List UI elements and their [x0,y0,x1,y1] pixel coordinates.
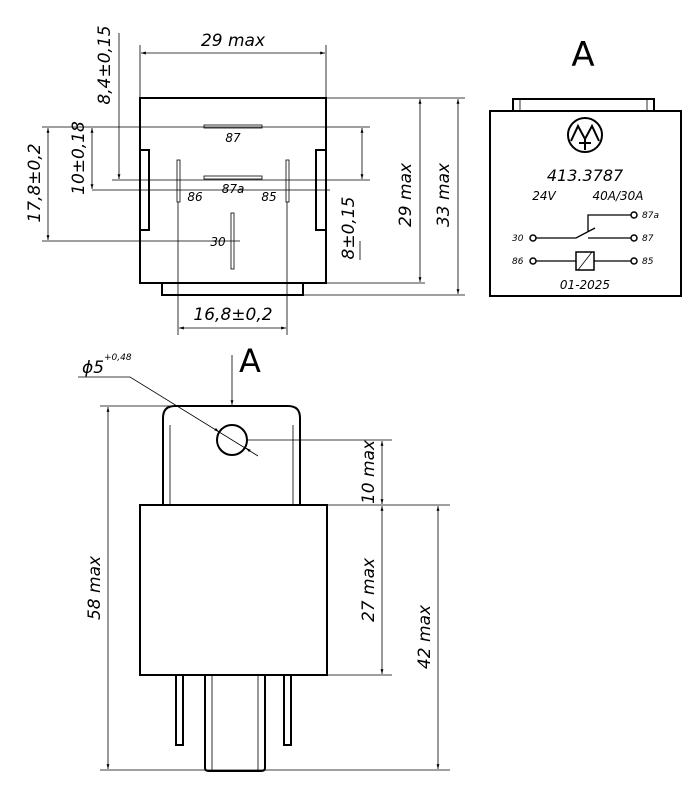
view-a-label: A [571,35,594,75]
lower-dim-label: 42 max [415,604,435,669]
height-dim-label: 29 max [396,162,416,227]
body-dim-label: 27 max [359,557,379,622]
view-a-outline [489,110,682,297]
terminal-85: 85 [642,257,654,267]
base-width-dim-label: 16,8±0,2 [193,305,272,325]
dim-17-8-label: 17,8±0,2 [25,143,45,222]
view-a: A 413.3787 24V 40A/30A 87a 30 87 86 85 0… [489,35,682,297]
top-view: 29 max 8,4±0,15 10±0,18 17,8±0,2 8±0,15 … [25,25,465,335]
hole-arrow-2 [245,447,251,453]
view-a-tab [512,98,655,112]
relay-body-side [139,504,328,676]
hole-diameter-label: ϕ5 [82,358,104,378]
voltage-label: 24V [532,189,556,203]
circuit-schematic [529,211,638,271]
terminal-86: 86 [512,257,524,267]
pin-label-87a: 87a [222,182,245,196]
model-number: 413.3787 [547,166,624,185]
pin-87a [203,175,263,180]
extension-lines [42,45,465,335]
terminal-87: 87 [642,234,654,244]
dim-8-4-label: 8,4±0,15 [95,25,115,104]
pin-87 [203,124,263,129]
dim-8-label: 8±0,15 [339,197,359,260]
stub-inner-edges [211,675,259,770]
side-pin-left [175,674,184,746]
tab-inner-edges [169,425,294,505]
terminal-30: 30 [512,234,524,244]
tab-edges [519,99,648,111]
width-dim-label: 29 max [201,31,266,51]
pin-label-86: 86 [187,190,203,204]
side-pin-right [283,674,292,746]
tab-dim-label: 10 max [359,439,379,504]
pin-label-30: 30 [210,235,226,249]
current-label: 40A/30A [593,189,644,203]
date-code: 01-2025 [560,278,610,292]
height-dim-label-side: 58 max [85,555,105,620]
pin-label-85: 85 [261,190,276,204]
hole-arrow-1 [214,427,220,433]
manufacturer-logo [567,117,603,153]
total-height-dim-label: 33 max [434,162,454,227]
view-arrow-label: A [239,342,261,380]
mounting-hole [216,424,248,456]
hole-tolerance-label: +0,48 [104,353,132,363]
side-view: A ϕ5 +0,48 58 max 10 max 27 max 42 max [78,342,450,772]
center-stub [204,675,266,772]
hole-leader-line [78,376,259,457]
dim-10-label: 10±0,18 [69,121,89,195]
relay-base [161,282,304,296]
side-extension-lines [100,405,450,771]
pin-label-87: 87 [225,131,241,145]
pin-85 [285,159,290,203]
pin-86 [176,159,181,203]
terminal-87a: 87a [642,211,659,221]
